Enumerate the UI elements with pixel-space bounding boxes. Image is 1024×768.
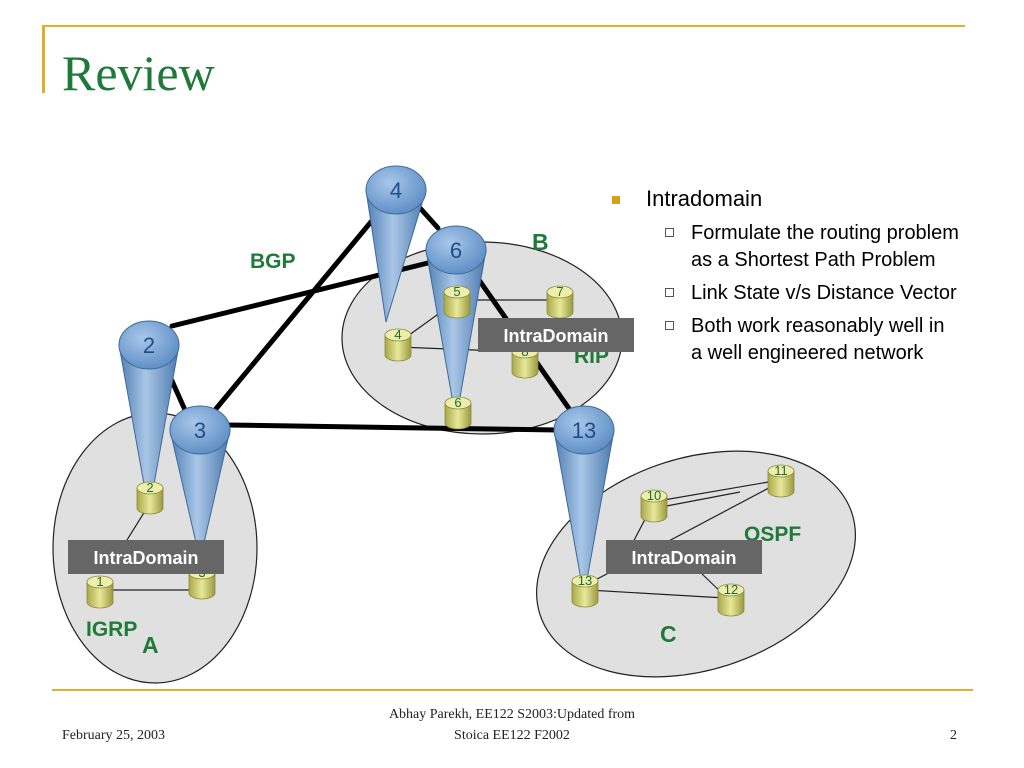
router-a2: 2 bbox=[136, 480, 164, 515]
router-c12: 12 bbox=[717, 582, 745, 617]
router-c10-label: 10 bbox=[647, 488, 661, 503]
sub-bullet-1: Formulate the routing problem as a Short… bbox=[610, 220, 961, 274]
router-c13: 13 bbox=[571, 573, 599, 608]
intradomain-tag-c: IntraDomain bbox=[606, 540, 762, 574]
intradomain-tag-b-text: IntraDomain bbox=[503, 326, 608, 346]
border-router-r4: 4 bbox=[365, 165, 427, 323]
intradomain-tag-b: IntraDomain bbox=[478, 318, 634, 352]
border-router-r4-label: 4 bbox=[390, 178, 402, 203]
sub-bullet-3: Both work reasonably well in a well engi… bbox=[610, 313, 961, 367]
igrp-label: IGRP bbox=[86, 618, 137, 641]
router-b7: 7 bbox=[546, 284, 574, 319]
router-b4-label: 4 bbox=[394, 327, 401, 342]
router-b6-label: 6 bbox=[454, 395, 461, 410]
border-router-r13-label: 13 bbox=[572, 418, 596, 443]
domain-a-label: A bbox=[142, 632, 159, 658]
router-c10: 10 bbox=[640, 488, 668, 523]
intradomain-tag-a-text: IntraDomain bbox=[93, 548, 198, 568]
router-b5-label: 5 bbox=[453, 284, 460, 299]
border-router-r13: 13 bbox=[553, 405, 615, 597]
slide-title: Review bbox=[62, 45, 215, 101]
border-router-r2-label: 2 bbox=[143, 333, 155, 358]
border-router-r6-label: 6 bbox=[450, 238, 462, 263]
footer-credit-line1: Abhay Parekh, EE122 S2003:Updated from bbox=[388, 707, 636, 722]
top-rule bbox=[42, 25, 965, 27]
border-router-r6: 6 bbox=[425, 225, 487, 421]
border-router-r3-label: 3 bbox=[194, 418, 206, 443]
border-router-r3: 3 bbox=[169, 405, 231, 561]
footer-page-number: 2 bbox=[950, 728, 957, 743]
footer-date: February 25, 2003 bbox=[62, 728, 166, 743]
router-b6: 6 bbox=[444, 395, 472, 430]
router-b4: 4 bbox=[384, 327, 412, 362]
title-accent-bar bbox=[42, 25, 45, 93]
domain-c-label: C bbox=[660, 621, 677, 647]
bullet-intradomain: Intradomain bbox=[610, 186, 1000, 212]
router-a1: 1 bbox=[86, 574, 114, 609]
sub-bullet-2: Link State v/s Distance Vector bbox=[610, 280, 961, 307]
bullet-list: Intradomain Formulate the routing proble… bbox=[610, 186, 1000, 373]
router-c11: 11 bbox=[767, 463, 795, 498]
router-c11-label: 11 bbox=[774, 463, 788, 478]
bgp-label: BGP bbox=[250, 250, 296, 273]
router-c13-label: 13 bbox=[578, 573, 592, 588]
footer-credit-line2: Stoica EE122 F2002 bbox=[454, 728, 570, 743]
intradomain-tag-c-text: IntraDomain bbox=[631, 548, 736, 568]
router-b5: 5 bbox=[443, 284, 471, 319]
footer-rule bbox=[52, 689, 973, 691]
border-router-r2: 2 bbox=[118, 320, 180, 513]
domain-b-label: B bbox=[532, 229, 549, 255]
router-b7-label: 7 bbox=[556, 284, 563, 299]
router-a1-label: 1 bbox=[96, 574, 103, 589]
router-a2-label: 2 bbox=[146, 480, 153, 495]
router-c12-label: 12 bbox=[724, 582, 738, 597]
intradomain-tag-a: IntraDomain bbox=[68, 540, 224, 574]
